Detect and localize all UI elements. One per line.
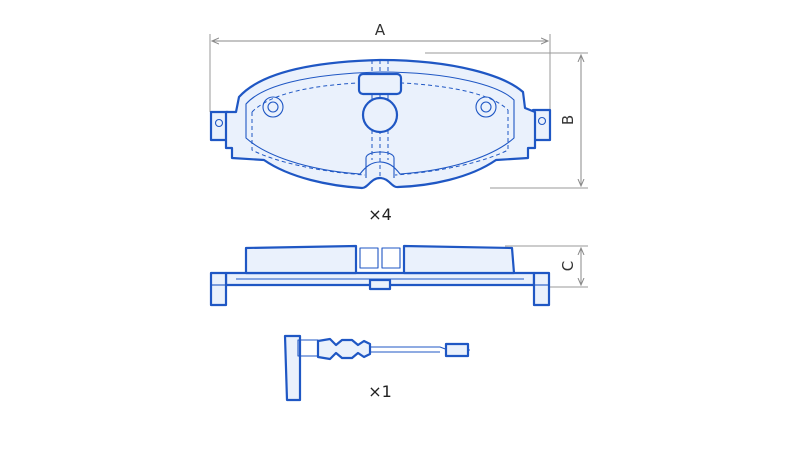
dim-c-label: C	[559, 261, 577, 271]
sensor-clip	[283, 334, 302, 402]
pad-quantity-label: ×4	[368, 205, 392, 224]
dimension-a: A	[209, 21, 551, 112]
wear-sensor	[283, 334, 470, 402]
dimension-c: C	[505, 245, 588, 288]
sensor-notch	[365, 151, 395, 178]
right-pin-hole	[480, 101, 492, 113]
center-boss	[361, 96, 399, 134]
dimension-b: B	[425, 52, 588, 189]
side-center-right	[381, 247, 401, 269]
side-clip-left	[209, 271, 228, 307]
left-pin-hole	[267, 101, 279, 113]
side-friction-right	[402, 244, 516, 275]
hidden-edge-right	[394, 110, 509, 176]
side-bottom-tab	[368, 278, 392, 291]
left-pin-boss	[262, 96, 284, 118]
right-ear-hole	[537, 116, 547, 126]
side-friction-left	[244, 244, 358, 275]
sensor-grommet	[316, 337, 372, 361]
dim-b-label: B	[559, 115, 577, 125]
side-clip-right	[532, 271, 551, 307]
sensor-connector	[444, 342, 470, 358]
sensor-quantity-label: ×1	[368, 382, 392, 401]
top-tab	[357, 72, 403, 96]
friction-material-outline	[245, 71, 515, 175]
side-center-left	[359, 247, 379, 269]
pad-side-view	[209, 244, 551, 307]
pad-front-view	[209, 58, 552, 190]
dim-a-label: A	[375, 21, 386, 39]
right-pin-boss	[475, 96, 497, 118]
left-ear-hole	[214, 118, 224, 128]
